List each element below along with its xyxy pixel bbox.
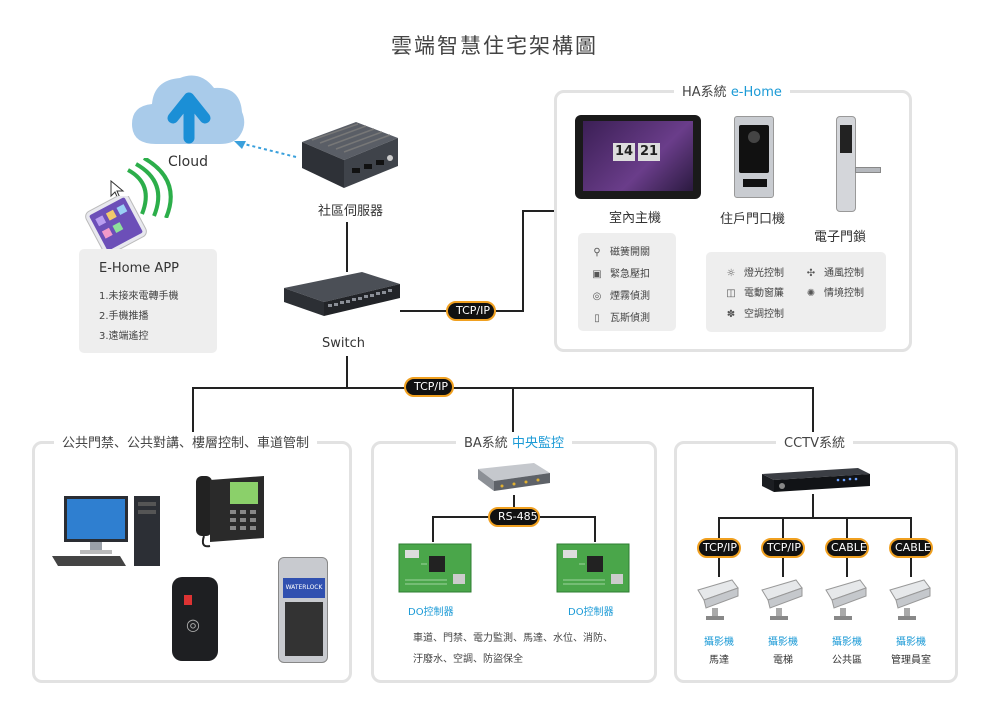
cctv-panel-title: CCTV系統 (776, 432, 853, 451)
dvr-recorder-icon (762, 468, 870, 492)
ha-panel-title: HA系統 e-Home (674, 81, 790, 100)
sensor-item: ▣緊急壓扣 (590, 265, 650, 280)
camera-lens-icon (748, 131, 760, 143)
app-item: 2.手機推播 (99, 311, 149, 322)
aircon-icon: ✽ (726, 309, 736, 320)
wire (812, 387, 814, 443)
wire (346, 222, 348, 272)
wire (192, 387, 194, 443)
wire (513, 495, 515, 517)
camera-label: 攝影機公共區 (832, 637, 862, 666)
cable-badge: CABLE (825, 538, 869, 558)
indoor-monitor-label: 室內主機 (609, 211, 662, 226)
access-keypad-device: WATERLOCK (278, 557, 328, 663)
wire (718, 517, 912, 519)
indoor-monitor-device: 14 21 (575, 115, 701, 199)
camera-label: 攝影機電梯 (768, 637, 798, 666)
sensor-item: ▯瓦斯偵測 (590, 309, 650, 324)
tcp-ip-badge: TCP/IP (697, 538, 741, 558)
ba-description-line: 汙廢水、空調、防盜保全 (413, 654, 523, 665)
control-item: ✺情境控制 (804, 284, 864, 299)
control-item: ◫電動窗簾 (724, 284, 784, 299)
magnetic-switch-icon: ⚲ (593, 247, 601, 258)
cloud-label: Cloud (168, 154, 208, 170)
electronic-lock-label: 電子門鎖 (814, 230, 867, 245)
wire (512, 387, 514, 443)
wifi-signal-icon (126, 158, 173, 218)
fan-icon: ✣ (806, 268, 816, 279)
sensor-item: ◎煙霧偵測 (590, 287, 650, 302)
app-item: 3.遠端遙控 (99, 331, 149, 342)
switch-label: Switch (322, 336, 365, 351)
keypad-brand: WATERLOCK (283, 578, 325, 598)
control-item: ✣通風控制 (804, 264, 864, 279)
do-controller-board-icon (398, 543, 472, 593)
ip-phone-icon (196, 476, 264, 548)
server-label: 社區伺服器 (318, 204, 384, 219)
wire (594, 516, 596, 542)
scene-icon: ✺ (806, 288, 816, 299)
smoke-detector-icon: ◎ (592, 291, 602, 302)
camera-label: 攝影機馬達 (704, 637, 734, 666)
do-controller-label: DO控制器 (408, 607, 454, 618)
electronic-lock-device (836, 116, 881, 212)
security-camera-icon (825, 579, 867, 620)
clock-hour: 14 (613, 143, 635, 161)
wire (400, 310, 446, 312)
rfid-icon: ◎ (186, 615, 200, 634)
sensor-item: ⚲磁簧開關 (590, 243, 650, 258)
curtain-icon: ◫ (726, 288, 736, 299)
wire (496, 310, 524, 312)
ba-panel-title: BA系統 中央監控 (456, 432, 572, 451)
smartphone-icon (85, 196, 147, 252)
do-controller-board-icon (556, 543, 630, 593)
security-camera-icon (697, 579, 739, 620)
wire (346, 356, 348, 388)
wire (522, 210, 524, 312)
tcp-ip-badge: TCP/IP (446, 301, 496, 321)
security-camera-icon (889, 579, 931, 620)
emergency-button-icon: ▣ (592, 269, 602, 280)
control-item: ✽空調控制 (724, 305, 784, 320)
tcp-ip-badge: TCP/IP (761, 538, 805, 558)
ba-controller-icon (478, 463, 550, 491)
door-station-label: 住戶門口機 (720, 212, 786, 227)
tcp-ip-badge: TCP/IP (404, 377, 454, 397)
wire (192, 387, 814, 389)
rs485-badge: RS-485 (488, 507, 540, 527)
camera-label: 攝影機管理員室 (891, 637, 931, 666)
door-station-device (734, 116, 774, 198)
ha-controls-box: ☼燈光控制 ✣通風控制 ◫電動窗簾 ✺情境控制 ✽空調控制 (706, 252, 886, 332)
security-camera-icon (761, 579, 803, 620)
public-panel-title: 公共門禁、公共對講、樓層控制、車道管制 (54, 432, 318, 451)
cable-badge: CABLE (889, 538, 933, 558)
wire (522, 210, 556, 212)
do-controller-label: DO控制器 (568, 607, 614, 618)
wire (812, 494, 814, 518)
clock-minute: 21 (638, 143, 660, 161)
cloud-icon (132, 75, 245, 144)
page-title: 雲端智慧住宅架構圖 (391, 34, 598, 58)
gas-detector-icon: ▯ (594, 313, 600, 324)
network-switch-icon (284, 272, 400, 316)
ehome-app-box: E-Home APP 1.未接來電轉手機 2.手機推播 3.遠端遙控 (79, 249, 217, 353)
app-item: 1.未接來電轉手機 (99, 291, 179, 302)
ha-sensors-box: ⚲磁簧開關 ▣緊急壓扣 ◎煙霧偵測 ▯瓦斯偵測 (578, 233, 676, 331)
desktop-computer-icon (52, 496, 160, 566)
light-icon: ☼ (726, 268, 736, 279)
cloud-sync-arrow (234, 141, 297, 158)
control-item: ☼燈光控制 (724, 264, 784, 279)
wire (432, 516, 434, 542)
app-title: E-Home APP (99, 261, 179, 276)
ba-description-line: 車道、門禁、電力監測、馬達、水位、消防、 (413, 633, 613, 644)
server-icon (302, 122, 398, 188)
card-reader-device: ◎ (172, 577, 218, 661)
